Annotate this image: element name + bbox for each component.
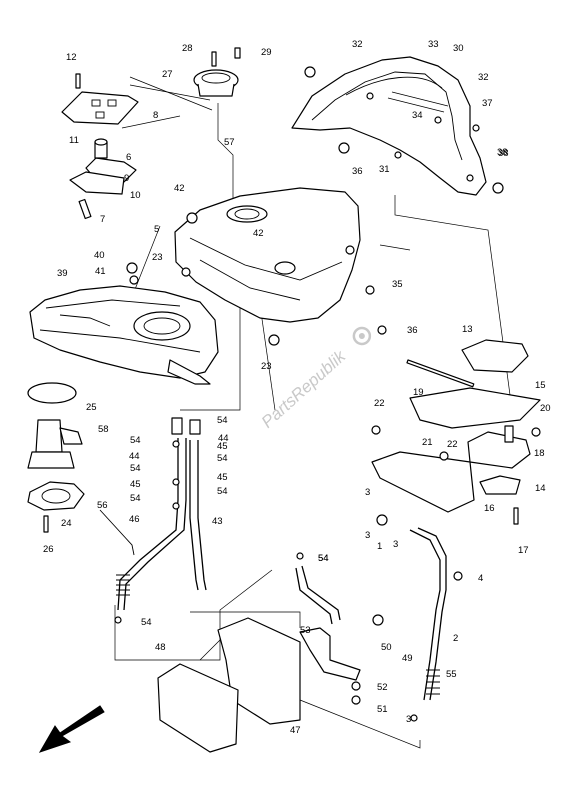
fuel-tank-cover <box>174 187 361 323</box>
seat-frame <box>291 56 487 196</box>
callout-56: 56 <box>97 500 108 511</box>
callout-54: 54 <box>130 435 141 446</box>
callout-21: 21 <box>422 437 433 448</box>
callout-3: 3 <box>365 530 370 541</box>
callout-45: 45 <box>217 441 228 452</box>
callout-16: 16 <box>484 503 495 514</box>
brackets <box>157 339 541 753</box>
callout-44: 44 <box>129 451 140 462</box>
callout-11: 11 <box>69 135 79 146</box>
callout-27: 27 <box>162 69 173 80</box>
callout-2: 2 <box>453 633 458 644</box>
callout-1: 1 <box>377 541 382 552</box>
callout-57: 57 <box>224 137 235 148</box>
callout-8: 8 <box>153 110 158 121</box>
callout-58: 58 <box>98 424 109 435</box>
fuel-tank <box>29 285 219 385</box>
callout-19: 19 <box>413 387 424 398</box>
callout-45: 45 <box>217 472 228 483</box>
callout-37: 37 <box>482 98 493 109</box>
callout-40: 40 <box>94 250 105 261</box>
guide-lines <box>114 76 513 749</box>
callout-54: 54 <box>217 453 228 464</box>
callout-32: 32 <box>352 39 363 50</box>
callout-3: 3 <box>393 539 398 550</box>
callout-labels: 1233334567891011121314151617181920212222… <box>43 39 551 736</box>
callout-20: 20 <box>540 403 551 414</box>
callout-38: 38 <box>498 148 509 159</box>
callout-54: 54 <box>130 463 141 474</box>
callout-43: 43 <box>212 516 223 527</box>
callout-42: 42 <box>174 183 185 194</box>
callout-54: 54 <box>130 493 141 504</box>
callout-35: 35 <box>392 279 403 290</box>
callout-36: 36 <box>352 166 363 177</box>
callout-9: 9 <box>124 173 129 184</box>
callout-48: 48 <box>155 642 166 653</box>
callout-34: 34 <box>412 110 423 121</box>
callout-4: 4 <box>478 573 483 584</box>
callout-22: 22 <box>374 398 385 409</box>
callout-39: 39 <box>57 268 68 279</box>
bracket-plates <box>61 73 139 220</box>
callout-45: 45 <box>130 479 141 490</box>
fuel-pump-assembly <box>27 382 85 533</box>
callout-50: 50 <box>381 642 392 653</box>
front-direction-arrow-icon <box>38 705 105 753</box>
callout-3: 3 <box>365 487 370 498</box>
callout-15: 15 <box>535 380 546 391</box>
callout-18: 18 <box>534 448 545 459</box>
callout-47: 47 <box>290 725 301 736</box>
callout-28: 28 <box>182 43 193 54</box>
callout-6: 6 <box>126 152 131 163</box>
callout-54: 54 <box>217 486 228 497</box>
callout-5: 5 <box>154 224 159 235</box>
fasteners <box>114 66 541 722</box>
callout-10: 10 <box>130 190 141 201</box>
gear-logo-icon <box>352 326 372 346</box>
callout-26: 26 <box>43 544 54 555</box>
callout-44: 44 <box>218 433 229 444</box>
callout-12: 12 <box>66 52 77 63</box>
callout-14: 14 <box>535 483 546 494</box>
callout-23: 23 <box>261 361 272 372</box>
callout-54: 54 <box>141 617 152 628</box>
callout-54: 54 <box>217 415 228 426</box>
hoses <box>99 417 447 701</box>
callout-17: 17 <box>518 545 529 556</box>
callout-51: 51 <box>377 704 388 715</box>
callout-49: 49 <box>402 653 413 664</box>
callout-42: 42 <box>253 228 264 239</box>
callout-31: 31 <box>379 164 390 175</box>
callout-32: 32 <box>478 72 489 83</box>
callout-46: 46 <box>129 514 140 525</box>
callout-13: 13 <box>462 324 473 335</box>
callout-55: 55 <box>446 669 457 680</box>
callout-30: 30 <box>453 43 464 54</box>
callout-7: 7 <box>100 214 105 225</box>
callout-25: 25 <box>86 402 97 413</box>
callout-53: 53 <box>300 625 311 636</box>
callout-41: 41 <box>95 266 106 277</box>
callout-54: 54 <box>318 553 329 564</box>
callout-36: 36 <box>407 325 418 336</box>
callout-38: 38 <box>497 147 508 158</box>
callout-24: 24 <box>61 518 72 529</box>
callout-3: 3 <box>406 714 411 725</box>
callout-54: 54 <box>318 553 329 564</box>
callout-22: 22 <box>447 439 458 450</box>
filler-cap <box>193 47 241 97</box>
callout-33: 33 <box>428 39 439 50</box>
callout-29: 29 <box>261 47 272 58</box>
callout-52: 52 <box>377 682 388 693</box>
callout-23: 23 <box>152 252 163 263</box>
